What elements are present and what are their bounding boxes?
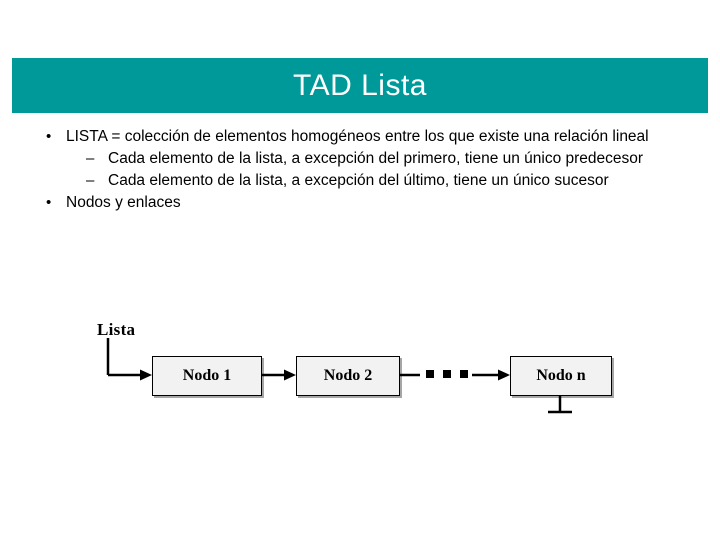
bullet-text: Cada elemento de la lista, a excepción d… [108,172,609,189]
slide-body: • LISTA = colección de elementos homogén… [18,126,702,214]
bullet-text: LISTA = colección de elementos homogéneo… [66,128,649,145]
diagram-node-2: Nodo 2 [296,356,400,396]
linked-list-diagram: Lista Nodo 1 Nodo 2 Nodo n [90,312,660,422]
diagram-arrows [106,338,572,414]
diagram-node-1: Nodo 1 [152,356,262,396]
bullet-marker: • [46,128,52,145]
bullet-item: – Cada elemento de la lista, a excepción… [18,170,702,192]
bullet-text: Nodos y enlaces [66,194,181,211]
bullet-marker: – [86,172,95,189]
page-title: TAD Lista [293,68,427,102]
bullet-item: • Nodos y enlaces [18,192,702,214]
bullet-text: Cada elemento de la lista, a excepción d… [108,150,644,167]
slide-title-banner: TAD Lista [12,58,708,113]
bullet-item: – Cada elemento de la lista, a excepción… [18,148,702,170]
diagram-ellipsis-icon [426,370,468,378]
diagram-label-lista: Lista [97,320,136,339]
bullet-marker: – [86,150,95,167]
bullet-item: • LISTA = colección de elementos homogén… [18,126,702,148]
bullet-marker: • [46,194,52,211]
diagram-node-n: Nodo n [510,356,612,396]
